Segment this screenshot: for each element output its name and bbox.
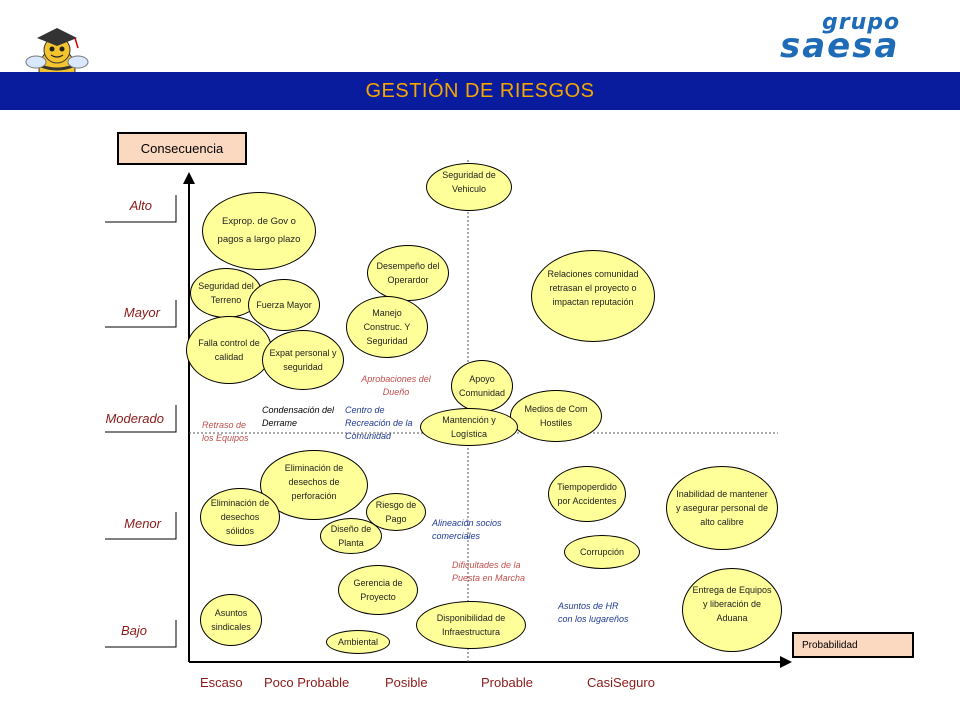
risk-medios-hostiles: Medios de Com Hostiles [510,390,602,442]
level-marker-menor [105,512,177,540]
level-marker-bajo [105,620,177,648]
note-asuntos-hr: Asuntos de HR con los lugareños [558,601,629,624]
note-alineacion: Alineación socios comerciales [432,518,502,541]
risk-entrega-equipos: Entrega de Equipos y liberación de Aduan… [682,568,782,652]
x-axis-title: Probabilidad [792,632,914,658]
risk-manejo-construccion: Manejo Construc. Y Seguridad [346,296,428,358]
risk-relaciones-comunidad: Relaciones comunidad retrasan el proyect… [531,250,655,342]
x-level-casiseguro: CasiSeguro [587,675,655,690]
risk-apoyo-comunidad: Apoyo Comunidad [451,360,513,412]
page-title: GESTIÓN DE RIESGOS [365,80,595,102]
y-level-alto: Alto [129,198,152,213]
note-dificultades: Dificultades de la Puesta en Marcha [452,560,526,583]
y-axis-title: Consecuencia [117,132,247,165]
risk-expat-personal: Expat personal y seguridad [262,330,344,390]
y-level-menor: Menor [124,516,161,531]
y-axis-arrow [183,172,195,184]
y-level-mayor: Mayor [123,305,160,320]
logo-saesa-text: saesa [780,26,900,66]
x-level-probable: Probable [481,675,534,690]
risk-asuntos-sindicales: Asuntos sindicales [200,594,262,646]
risk-ambiental: Ambiental [326,630,390,654]
level-marker-moderado [105,405,177,433]
x-axis-arrow [780,656,792,668]
risk-fuerza-mayor: Fuerza Mayor [248,279,320,331]
level-marker-alto [105,195,177,223]
x-level-posible: Posible [385,675,428,690]
x-level-poco-probable: Poco Probable [264,675,350,690]
risk-mantencion-logistica: Mantención y Logística [420,408,518,446]
level-marker-mayor [105,300,177,328]
x-level-escaso: Escaso [200,675,243,690]
title-banner [0,72,960,110]
risk-gerencia-proyecto: Gerencia de Proyecto [338,565,418,615]
logo-grupo-text: grupo [822,10,901,35]
risk-expropiacion: Exprop. de Gov o pagos a largo plazo [202,192,316,270]
y-level-moderado: Moderado [105,411,164,426]
note-aprobaciones: Aprobaciones del Dueño [361,374,431,397]
risk-diseno-planta: Diseño de Planta [320,518,382,554]
risk-disponibilidad-infraestructura: Disponibilidad de Infraestructura [416,601,526,649]
risk-eliminacion-solidos: Eliminación de desechos sólidos [200,488,280,546]
risk-desempeno-operador: Desempeño del Operardor [367,245,449,301]
note-retraso-equipos: Retraso de los Equipos [202,420,249,443]
y-level-bajo: Bajo [120,623,147,638]
note-condensacion: Condensación del Derrame [262,405,335,428]
risk-corrupcion: Corrupción [564,535,640,569]
risk-falla-control-calidad: Falla control de calidad [186,316,272,384]
note-centro-recreacion: Centro de Recreación de la Comunidad [345,405,413,441]
risk-seguridad-vehiculo: Seguridad de Vehiculo [426,163,512,211]
risk-inhabilidad-personal: Inabilidad de mantener y asegurar person… [666,466,778,550]
risk-tiempo-perdido: Tiempoperdido por Accidentes [548,466,626,522]
